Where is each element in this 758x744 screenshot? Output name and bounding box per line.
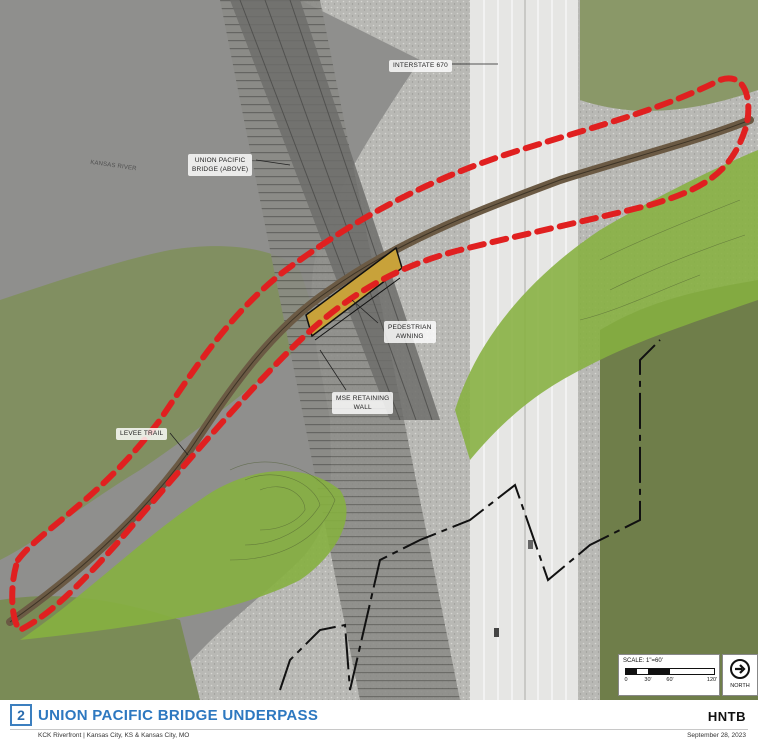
hntb-logo: HNTB [707,709,746,724]
rail-corridor [220,0,460,700]
scale-ticks: 0 30' 60' 120' [619,677,719,687]
sheet-title: UNION PACIFIC BRIDGE UNDERPASS [38,707,319,724]
highway-vehicle-2 [528,540,533,549]
levee-trail-edge [9,119,751,623]
contour-lines [229,199,746,561]
scale-bar [625,668,715,675]
north-arrow-icon [730,659,750,679]
upper-vegetation [580,0,758,111]
green-open-space-south [20,471,347,640]
site-plan-map: KANSAS RIVER INTERSTATE 670 UNION PACIFI… [0,0,758,700]
scale-title: SCALE: 1"=60' [623,658,663,664]
scale-tick-30: 30' [644,677,652,683]
highway-vehicle [494,628,499,637]
sheet-number: 2 [10,704,32,726]
riverbank-vegetation [0,246,320,560]
north-arrow-box: NORTH [722,654,758,696]
site-plan-drawing [0,0,758,700]
green-open-space-east [455,150,758,460]
sheet-footer: 2 UNION PACIFIC BRIDGE UNDERPASS HNTB KC… [0,700,758,744]
bridge-truss-lines [239,0,433,421]
scale-tick-60: 60' [666,677,674,683]
north-label: NORTH [730,683,750,689]
sheet-date: September 28, 2023 [687,732,746,739]
property-boundary [279,339,661,691]
union-pacific-bridge [230,0,440,420]
project-location: KCK Riverfront | Kansas City, KS & Kansa… [38,732,190,739]
levee-trail-label: LEVEE TRAIL [116,428,168,440]
interstate-670-label: INTERSTATE 670 [389,60,452,72]
scale-tick-0: 0 [624,677,628,683]
scale-tick-120: 120' [706,677,718,683]
retaining-wall-line [314,277,401,341]
study-area-outline [9,75,752,634]
footer-divider [10,729,748,730]
scale-bar-box: SCALE: 1"=60' 0 30' 60' 120' [618,654,720,696]
leader-lines [169,63,498,456]
